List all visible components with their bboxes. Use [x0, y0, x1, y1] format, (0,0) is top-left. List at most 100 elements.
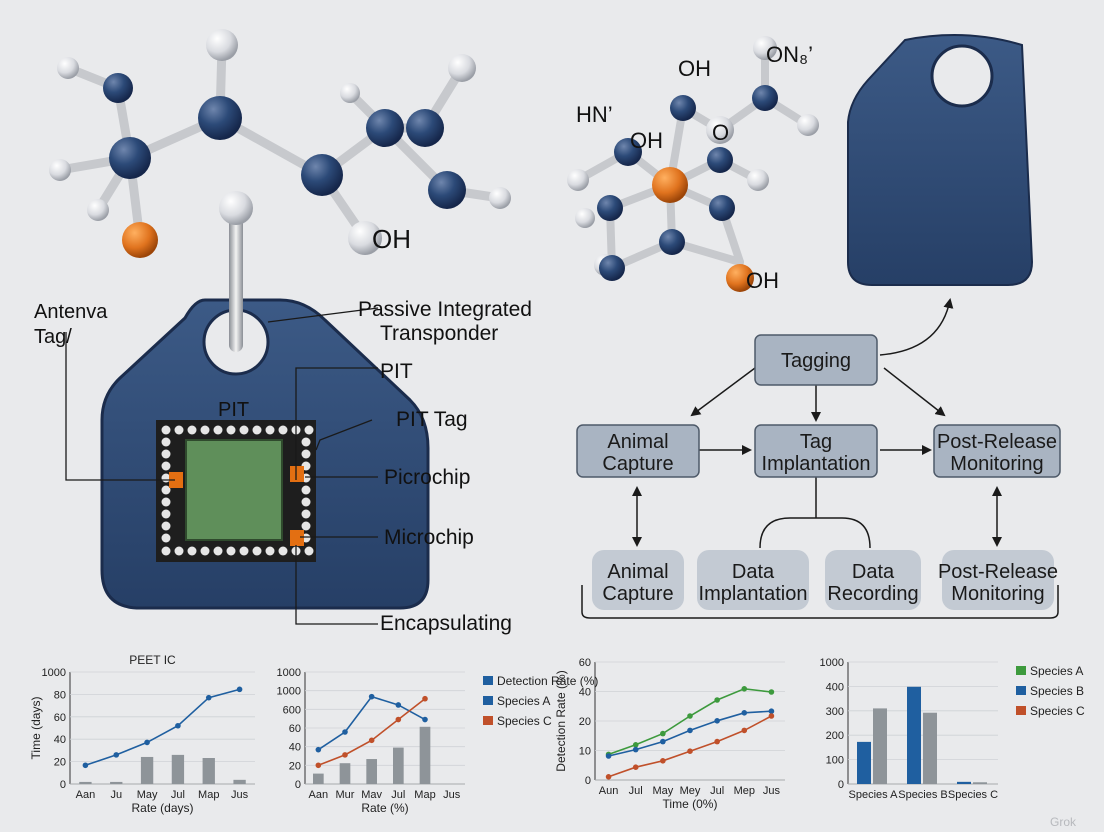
x-tick-label: Species C: [948, 789, 998, 801]
chip-dot: [301, 485, 311, 495]
molecule-right-label-oh-mid: OH: [630, 128, 663, 153]
legend-label: Species C: [497, 714, 552, 728]
y-tick-label: 100: [826, 755, 844, 767]
flow-node-tagging: [754, 334, 878, 386]
y-tick-label: 60: [54, 712, 66, 724]
bar: [202, 758, 215, 784]
data-point: [714, 718, 720, 724]
data-point: [205, 694, 212, 701]
label-picrochip: Picrochip: [384, 466, 470, 489]
molecule-left-atoms: [49, 29, 511, 258]
flow-node-tag-implantation-line1: Tag: [800, 431, 832, 453]
flow-node-post-release-monitoring: [933, 424, 1061, 478]
data-point: [175, 722, 181, 729]
y-tick-label: 1000: [42, 667, 66, 679]
label-encapsulating: Encapsulating: [380, 612, 512, 635]
data-point: [315, 762, 322, 769]
x-tick-label: Mur: [336, 789, 355, 801]
legend-swatch: [483, 716, 493, 725]
x-tick-label: Aan: [309, 789, 329, 801]
bar: [233, 779, 246, 784]
chip-dot: [161, 497, 171, 507]
chip-dot: [265, 546, 275, 556]
bar: [873, 708, 887, 784]
chip-dot: [301, 509, 311, 519]
bar: [907, 686, 921, 784]
flow-node-animal-capture-2-line2: Capture: [602, 583, 673, 605]
chip-dot: [174, 425, 184, 435]
flow-node-data-recording-line1: Data: [852, 561, 895, 583]
bar: [339, 763, 351, 784]
flow-node-data-implantation-line1: Data: [732, 561, 775, 583]
molecule-right-label-hn: HN’: [576, 102, 613, 127]
legend-swatch: [483, 676, 493, 685]
flow-node-data-implantation-line2: Implantation: [699, 583, 808, 605]
y-tick-label: 60: [289, 723, 301, 735]
chip-dot: [161, 461, 171, 471]
x-tick-label: Jus: [231, 789, 249, 801]
data-point: [113, 752, 120, 758]
y-tick-label: 80: [54, 689, 66, 701]
y-tick-label: 1000: [820, 657, 844, 669]
data-point: [768, 689, 775, 695]
data-point: [422, 695, 428, 702]
label-antenna: Antenva: [34, 301, 108, 323]
flow-node-post-release-monitoring-line1: Post-Release: [937, 431, 1057, 453]
y-tick-label: 0: [295, 779, 301, 791]
chip-pad-left: [169, 472, 183, 488]
molecule-right-label-oh-bottom: OH: [746, 268, 779, 293]
chip-dot: [301, 437, 311, 447]
series-line: [85, 688, 240, 767]
data-point: [632, 742, 639, 748]
flow-node-data-recording: [825, 550, 921, 610]
chip-dot: [161, 533, 171, 543]
legend-label: Species B: [1030, 684, 1084, 698]
data-point: [714, 697, 720, 703]
x-tick-label: Jus: [443, 789, 461, 801]
x-tick-label: Aun: [599, 785, 619, 797]
data-point: [342, 752, 348, 758]
bar: [957, 781, 971, 784]
y-axis-title: Time (days): [29, 697, 43, 760]
watermark: Grok: [1050, 815, 1077, 829]
chip-dot: [161, 546, 171, 556]
label-pit-tag: PIT Tag: [396, 408, 468, 431]
y-tick-label: 1000: [277, 667, 301, 679]
pit-tag-diagram: PIT Antenva Tag/ Passive Integrated Tran…: [34, 191, 532, 635]
data-point: [422, 716, 428, 723]
chip-dot: [161, 449, 171, 459]
data-point: [741, 727, 748, 734]
data-point: [605, 774, 612, 780]
molecule-right-label-oh-top: OH: [678, 56, 711, 81]
chip-dot: [213, 425, 223, 435]
chip-die: [185, 439, 283, 541]
bar: [171, 754, 185, 784]
data-point: [395, 716, 402, 723]
x-tick-label: Jul: [171, 789, 185, 801]
bar: [140, 756, 154, 784]
data-point: [714, 738, 720, 745]
y-tick-label: 600: [283, 704, 301, 716]
chip-dot: [304, 425, 314, 435]
chip-dot: [239, 546, 249, 556]
flow-node-animal-capture: [576, 424, 700, 478]
chip-dot: [278, 546, 288, 556]
bar: [419, 726, 431, 784]
legend-label: Species A: [497, 694, 550, 708]
x-axis-title: Time (0%): [663, 797, 718, 811]
x-tick-label: Jus: [763, 785, 781, 797]
label-passive-line1: Passive Integrated: [358, 298, 532, 321]
chip-dot: [252, 425, 262, 435]
y-tick-label: 400: [826, 681, 844, 693]
y-tick-label: 40: [54, 734, 66, 746]
chip-dot: [239, 425, 249, 435]
chip-title: PIT: [218, 399, 249, 421]
molecule-right-bonds: [574, 44, 812, 272]
bar: [366, 759, 377, 784]
y-tick-label: 1000: [277, 686, 301, 698]
legend-label: Species C: [1030, 704, 1085, 718]
data-point: [342, 729, 348, 735]
